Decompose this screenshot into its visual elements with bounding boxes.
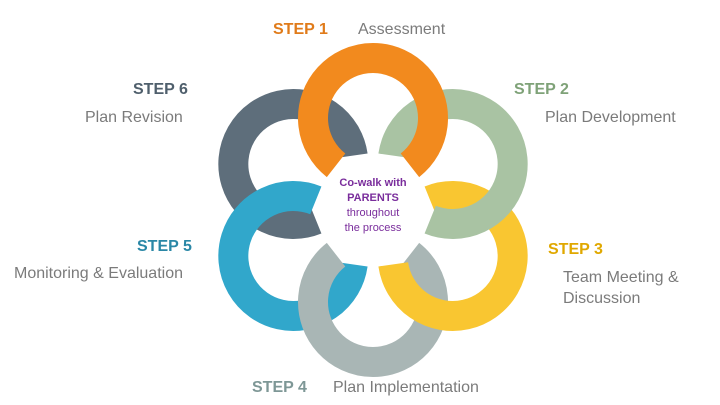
step-6-ring xyxy=(218,89,368,239)
step-5-ring xyxy=(218,181,368,331)
step-1-desc: Assessment xyxy=(358,21,446,38)
step-4-desc: Plan Implementation xyxy=(333,379,479,396)
center-line-1: Co-walk with xyxy=(339,177,407,189)
step-2-label: STEP 2 xyxy=(514,81,569,98)
step-6-desc: Plan Revision xyxy=(85,109,183,126)
center-line-3: throughout xyxy=(346,207,400,219)
step-5-label: STEP 5 xyxy=(137,238,192,255)
center-line-4: the process xyxy=(344,222,402,234)
step-5-desc: Monitoring & Evaluation xyxy=(14,265,183,282)
step-2-ring xyxy=(378,89,528,239)
step-3-desc-2: Discussion xyxy=(563,290,641,307)
step-3-desc-1: Team Meeting & xyxy=(563,269,679,286)
center-message: Co-walk with PARENTS throughout the proc… xyxy=(318,176,428,236)
step-1-label: STEP 1 xyxy=(273,21,328,38)
center-line-2: PARENTS xyxy=(347,192,399,204)
step-4-ring xyxy=(298,242,448,377)
step-1-ring xyxy=(298,43,448,178)
step-6-label: STEP 6 xyxy=(133,81,188,98)
step-3-label: STEP 3 xyxy=(548,241,603,258)
step-2-desc: Plan Development xyxy=(545,109,676,126)
step-4-label: STEP 4 xyxy=(252,379,307,396)
step-3-ring xyxy=(378,181,528,331)
